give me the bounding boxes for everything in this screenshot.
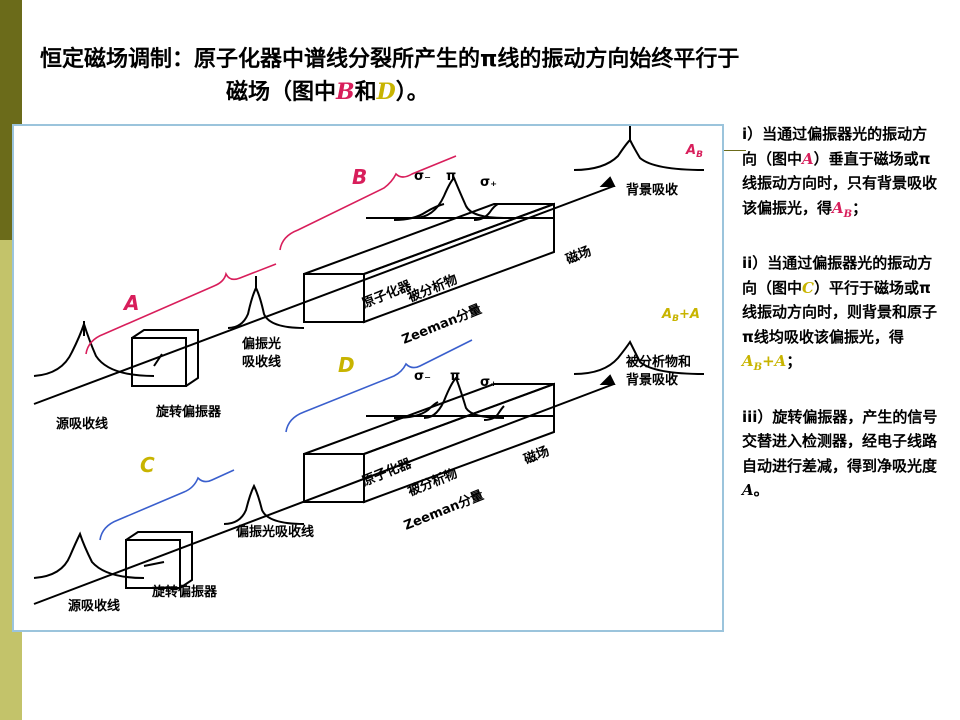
title-text: 和 xyxy=(354,80,377,105)
note-3: iii）旋转偏振器，产生的信号交替进入检测器，经电子线路自动进行差减，得到净吸光… xyxy=(742,405,942,503)
note-text: ）垂直于磁场或π线振动方向时，只有背景吸收该偏振光，得 xyxy=(742,149,938,217)
note-text: ； xyxy=(786,352,802,370)
source-peak-top xyxy=(33,320,155,377)
letter-c: C xyxy=(140,453,155,477)
label-field-top: 磁场 xyxy=(564,243,594,268)
bracket-a xyxy=(85,263,277,355)
source-peak-bottom xyxy=(33,531,145,579)
connector-line xyxy=(724,150,746,151)
title-line-2: 磁场（图中B和D）。 xyxy=(40,76,739,109)
title-text: 线的振动方向始终平行于 xyxy=(497,47,740,72)
label-pol-line-2: 吸收线 xyxy=(242,354,281,370)
sigma-plus-peak-bottom xyxy=(483,405,505,421)
sigma-plus-peak-top xyxy=(473,203,499,221)
label-pol-line-1: 偏振光 xyxy=(242,336,281,352)
title-text: ）。 xyxy=(395,80,429,105)
label-sigma-minus-2: σ₋ xyxy=(414,369,431,384)
optical-axis-top xyxy=(33,185,615,405)
pol-peak-top xyxy=(227,285,305,329)
label-atomizer-bottom: 原子化器 xyxy=(360,455,415,490)
label-field-bottom: 磁场 xyxy=(522,443,552,468)
label-pi: π xyxy=(446,169,456,184)
title-line-1: 恒定磁场调制：原子化器中谱线分裂所产生的π线的振动方向始终平行于 xyxy=(40,44,739,76)
analyte-bg-peak xyxy=(573,340,705,375)
polarizer-cube-top-side xyxy=(131,329,199,387)
polarizer-cube-bottom-side xyxy=(125,531,193,589)
letter-a: A xyxy=(122,291,139,315)
note-text: i）当通过偏振器光的振动方向（图中 xyxy=(742,125,928,168)
letter-b: B xyxy=(352,165,367,189)
label-sigma-plus: σ₊ xyxy=(480,175,497,190)
title-text: 恒定磁场调制：原子化器中谱线分裂所产生的 xyxy=(40,47,481,72)
label-pi-2: π xyxy=(450,369,460,384)
title-letter-b: B xyxy=(336,79,355,105)
note-text: 。 xyxy=(753,481,769,499)
label-source-top: 源吸收线 xyxy=(56,416,108,432)
atomizer-side-face xyxy=(363,202,555,324)
notes-column: i）当通过偏振器光的振动方向（图中A）垂直于磁场或π线振动方向时，只有背景吸收该… xyxy=(742,122,942,527)
note-letter-a: A xyxy=(802,149,814,168)
label-rot-pol-bottom: 旋转偏振器 xyxy=(151,584,218,600)
note-text: ； xyxy=(852,198,868,217)
note-letter-c: C xyxy=(802,278,814,297)
polarizer-arrow-top xyxy=(153,353,163,367)
polarizer-cube-top xyxy=(131,337,187,387)
atomizer-bottom-side xyxy=(363,382,555,504)
label-analyte-top: 被分析物 xyxy=(405,271,460,306)
title-pi: π xyxy=(480,47,498,72)
label-rot-pol-top: 旋转偏振器 xyxy=(155,404,222,420)
optical-axis-bottom xyxy=(33,383,615,605)
pi-peak-bottom xyxy=(423,376,505,419)
note-text: ）平行于磁场或π线振动方向时，则背景和原子π线均吸收该偏振光，得 xyxy=(742,278,938,346)
label-bg-abs: 背景吸收 xyxy=(626,182,679,198)
note-text: ii）当通过偏振器光的振动方向（图中 xyxy=(742,254,933,297)
slide-title: 恒定磁场调制：原子化器中谱线分裂所产生的π线的振动方向始终平行于 磁场（图中B和… xyxy=(40,44,739,109)
atomizer-front-face xyxy=(303,273,365,323)
label-ab-plus-a: AB+A xyxy=(661,307,700,324)
label-analyte-bg-2: 背景吸收 xyxy=(626,372,679,388)
label-sigma-plus-2: σ₊ xyxy=(480,375,497,390)
pi-peak-top xyxy=(413,176,505,219)
axis-arrow-top xyxy=(599,176,616,187)
label-source-bottom: 源吸收线 xyxy=(68,598,120,614)
note-ab-plus-a: AB+A xyxy=(742,352,787,373)
note-ab: AB xyxy=(832,198,853,220)
polarizer-cube-bottom xyxy=(125,539,181,589)
pol-peak-bottom xyxy=(223,483,305,525)
atomizer-bottom-front xyxy=(303,453,365,503)
bracket-c xyxy=(99,469,235,541)
letter-d: D xyxy=(338,353,355,377)
note-1: i）当通过偏振器光的振动方向（图中A）垂直于磁场或π线振动方向时，只有背景吸收该… xyxy=(742,122,942,227)
diagram-panel: A B C D AB AB+A 源吸收线 旋转偏振器 偏振光 吸收线 σ₋ π … xyxy=(12,124,724,632)
sigma-minus-peak-bottom xyxy=(393,401,439,419)
note-text: iii）旋转偏振器，产生的信号交替进入检测器，经电子线路自动进行差减，得到净吸光… xyxy=(742,407,938,475)
bg-peak-top xyxy=(573,138,705,171)
label-analyte-bottom: 被分析物 xyxy=(405,465,460,500)
label-ab: AB xyxy=(685,143,703,160)
bracket-d xyxy=(285,339,473,433)
title-text: 磁场（图中 xyxy=(226,80,337,105)
bracket-b xyxy=(279,155,457,251)
polarizer-arrow-bottom xyxy=(143,561,165,567)
label-pol-line-bottom: 偏振光吸收线 xyxy=(236,524,314,540)
label-sigma-minus: σ₋ xyxy=(414,169,431,184)
axis-arrow-bottom xyxy=(599,374,616,385)
label-analyte-bg-1: 被分析物和 xyxy=(625,354,691,370)
zeeman-diagram: A B C D AB AB+A 源吸收线 旋转偏振器 偏振光 吸收线 σ₋ π … xyxy=(33,126,705,614)
atomizer-bottom-top-face xyxy=(303,383,555,455)
title-letter-d: D xyxy=(376,79,396,105)
note-2: ii）当通过偏振器光的振动方向（图中C）平行于磁场或π线振动方向时，则背景和原子… xyxy=(742,251,942,381)
note-letter-a: A xyxy=(742,481,754,499)
